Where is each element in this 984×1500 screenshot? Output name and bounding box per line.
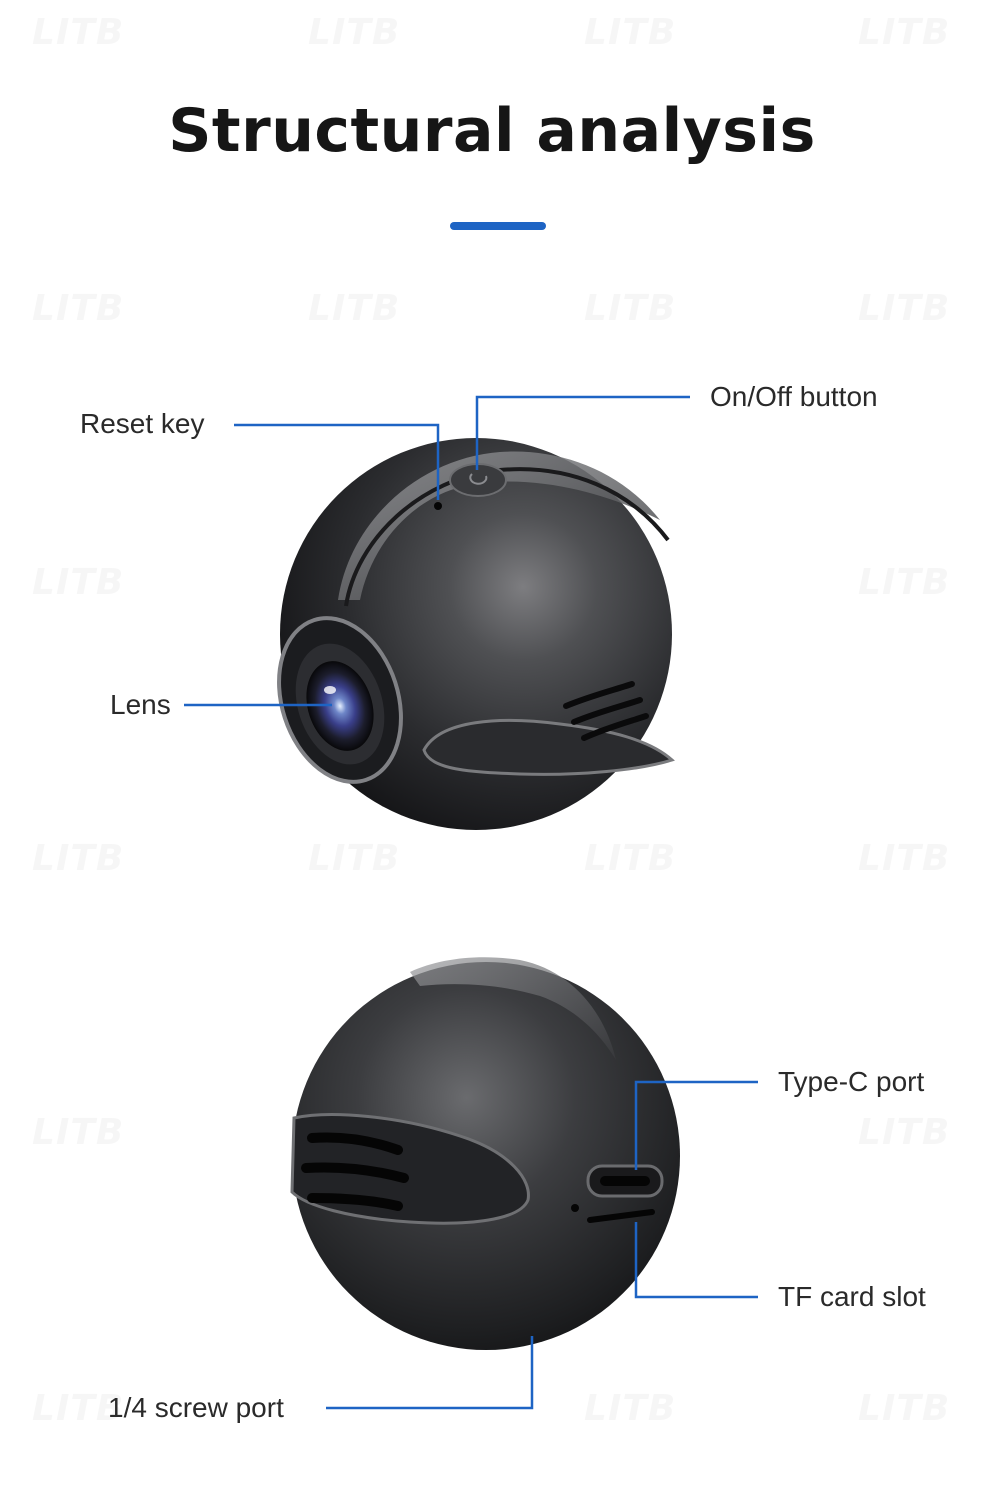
screw-port-callout: [326, 1336, 534, 1410]
type-c-port-label: Type-C port: [778, 1066, 925, 1097]
vent-slot: [307, 1193, 403, 1211]
callout-lines: [184, 395, 758, 1410]
reset-pinhole: [434, 502, 442, 510]
on-off-callout: [475, 395, 690, 470]
vent-slot: [307, 1132, 403, 1155]
lens-highlight: [324, 686, 336, 694]
title-underline: [450, 222, 546, 230]
tf-card-slot: [587, 1209, 655, 1223]
camera-front-view: [277, 438, 675, 830]
reset-key-label: Reset key: [80, 408, 205, 439]
mic-hole: [571, 1204, 579, 1212]
vent-slot: [563, 681, 635, 709]
side-ridge: [422, 718, 675, 776]
lens-glass: [306, 661, 374, 751]
lens-label: Lens: [110, 689, 171, 720]
screw-port-label: 1/4 screw port: [108, 1392, 284, 1423]
page-title: Structural analysis: [168, 96, 816, 166]
tf-card-callout: [634, 1222, 758, 1299]
type-c-callout: [634, 1080, 758, 1170]
on-off-button-label: On/Off button: [710, 381, 878, 412]
vent-slot: [581, 713, 649, 741]
vent-slot: [301, 1162, 409, 1183]
reset-key-callout: [234, 423, 440, 500]
tf-card-slot-label: TF card slot: [778, 1281, 926, 1312]
top-cap-ridge: [338, 451, 660, 600]
back-top-ridge: [410, 957, 616, 1060]
type-c-port-inner: [600, 1176, 650, 1186]
camera-back-view: [290, 957, 680, 1350]
power-icon: [469, 473, 488, 485]
vent-slot: [571, 697, 643, 725]
